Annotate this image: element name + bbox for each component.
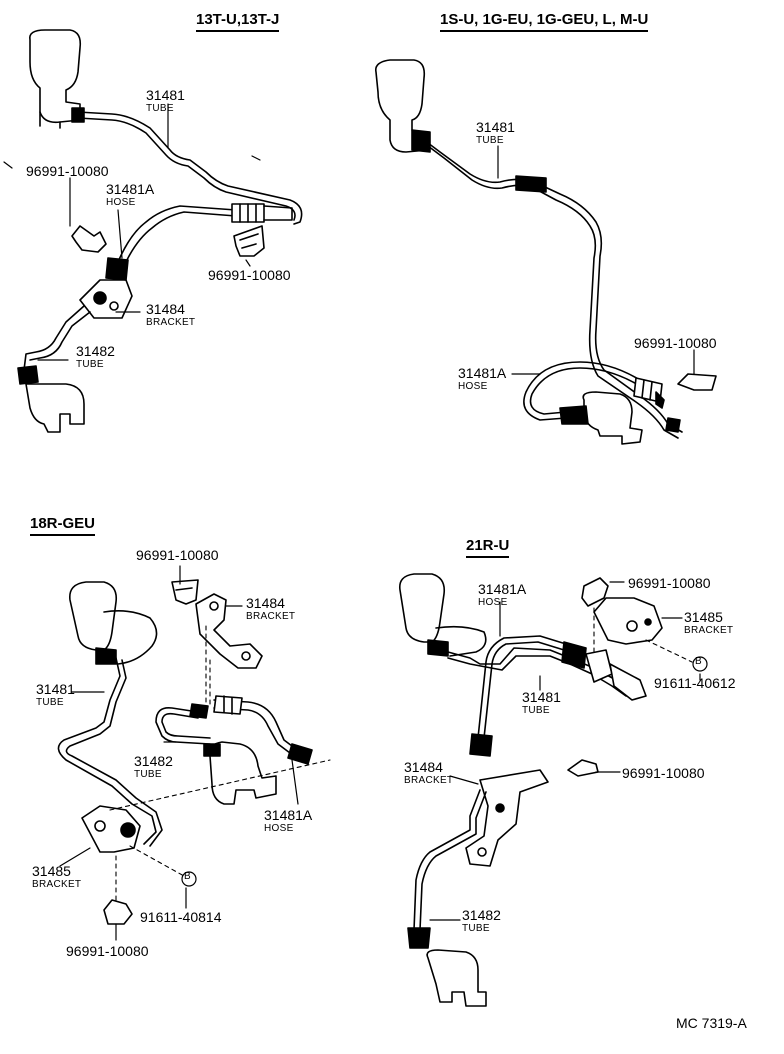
callout-s3-hose-word: HOSE bbox=[264, 823, 294, 834]
figure-code: MC 7319-A bbox=[676, 1015, 747, 1031]
callout-s4-clip-mid-num: 96991-10080 bbox=[622, 765, 705, 781]
clip-96991-left bbox=[71, 225, 107, 253]
callout-s3-tube1-word: TUBE bbox=[36, 697, 64, 708]
tube-31481 bbox=[77, 111, 303, 225]
tube-31481 bbox=[57, 657, 157, 845]
hose-31481a bbox=[213, 699, 301, 753]
callout-s1-tube1-word: TUBE bbox=[146, 103, 174, 114]
tube-31482 bbox=[413, 789, 481, 931]
callout-s2-hose-word: HOSE bbox=[458, 381, 488, 392]
section-13t bbox=[3, 29, 303, 433]
section-title-21r: 21R-U bbox=[466, 538, 510, 558]
callout-s3-tube2-word: TUBE bbox=[134, 769, 162, 780]
callout-s3-tube2-num: 31482 bbox=[134, 753, 173, 769]
callout-s2-tube-word: TUBE bbox=[476, 135, 504, 146]
callout-s1-tube2-num: 31482 bbox=[76, 343, 115, 359]
callout-s1-tube2-word: TUBE bbox=[76, 359, 104, 370]
bracket-31484 bbox=[465, 769, 549, 867]
hose-31481a bbox=[523, 361, 641, 421]
section-title-13t: 13T-U,13T-J bbox=[196, 12, 280, 32]
clip-96991-top bbox=[581, 577, 609, 607]
callout-s4-tube2-num: 31482 bbox=[462, 907, 501, 923]
callout-s3-bracket-top-word: BRACKET bbox=[246, 611, 296, 622]
clip-96991-bottom bbox=[103, 899, 133, 925]
callout-s2-clip-num: 96991-10080 bbox=[634, 335, 717, 351]
bracket-31485 bbox=[81, 805, 141, 853]
section-1s bbox=[374, 59, 717, 445]
callout-s3-bracket-bottom-num: 31485 bbox=[32, 863, 71, 879]
bracket-31485 bbox=[593, 597, 663, 645]
bracket-31484 bbox=[79, 279, 133, 319]
master-cylinder bbox=[69, 581, 118, 651]
slave-cylinder bbox=[25, 383, 85, 433]
clip-96991-right bbox=[233, 225, 265, 257]
section-18r bbox=[57, 565, 331, 941]
callout-s4-bracket-left-word: BRACKET bbox=[404, 775, 454, 786]
callout-s1-tube1-num: 31481 bbox=[146, 87, 185, 103]
callout-s1-bracket-num: 31484 bbox=[146, 301, 185, 317]
callout-s4-tube1-num: 31481 bbox=[522, 689, 561, 705]
callout-s2-hose-num: 31481A bbox=[458, 365, 507, 381]
clip-96991-top bbox=[171, 579, 199, 605]
callout-s2-tube-num: 31481 bbox=[476, 119, 515, 135]
callout-s3-ref-b: B bbox=[184, 871, 191, 882]
master-cylinder bbox=[398, 573, 446, 643]
tube-31482 bbox=[23, 305, 85, 371]
callout-s4-bracket-left-num: 31484 bbox=[404, 759, 443, 775]
callout-s4-bracket-right-word: BRACKET bbox=[684, 625, 734, 636]
callout-s4-tube1-word: TUBE bbox=[522, 705, 550, 716]
clip-96991 bbox=[677, 373, 717, 391]
section-title-1s: 1S-U, 1G-EU, 1G-GEU, L, M-U bbox=[440, 12, 649, 32]
callout-s1-clip-right-num: 96991-10080 bbox=[208, 267, 291, 283]
callout-s3-tube1-num: 31481 bbox=[36, 681, 75, 697]
callout-s1-bracket-word: BRACKET bbox=[146, 317, 196, 328]
callout-s3-clip-bottom-num: 96991-10080 bbox=[66, 943, 149, 959]
callout-s3-bracket-top-num: 31484 bbox=[246, 595, 285, 611]
callout-s1-hose-word: HOSE bbox=[106, 197, 136, 208]
callout-s1-clip-left-num: 96991-10080 bbox=[26, 163, 109, 179]
callout-s3-bolt-num: 91611-40814 bbox=[140, 909, 222, 925]
clip-96991-mid bbox=[567, 759, 599, 777]
callout-s4-hose-num: 31481A bbox=[478, 581, 527, 597]
callout-s4-clip-top-num: 96991-10080 bbox=[628, 575, 711, 591]
slave-cylinder bbox=[426, 949, 487, 1007]
hose-31481a bbox=[117, 205, 237, 263]
bracket-31484 bbox=[195, 593, 263, 669]
ref-b-circle bbox=[692, 656, 708, 672]
callout-s4-tube2-word: TUBE bbox=[462, 923, 490, 934]
callout-s4-bracket-right-num: 31485 bbox=[684, 609, 723, 625]
callout-s3-hose-num: 31481A bbox=[264, 807, 313, 823]
callout-s3-clip-top-num: 96991-10080 bbox=[136, 547, 219, 563]
ref-b-circle bbox=[181, 871, 197, 887]
master-cylinder bbox=[374, 59, 429, 153]
section-title-18r: 18R-GEU bbox=[30, 516, 96, 536]
callout-s1-hose-num: 31481A bbox=[106, 181, 155, 197]
slave-cylinder bbox=[582, 391, 643, 445]
section-21r bbox=[398, 573, 708, 1007]
callout-s4-ref-b: B bbox=[695, 656, 702, 667]
hose-31481a bbox=[477, 635, 567, 739]
master-cylinder bbox=[28, 29, 82, 124]
callout-s4-hose-word: HOSE bbox=[478, 597, 508, 608]
callout-s4-bolt-num: 91611-40612 bbox=[654, 675, 736, 691]
callout-s3-bracket-bottom-word: BRACKET bbox=[32, 879, 82, 890]
